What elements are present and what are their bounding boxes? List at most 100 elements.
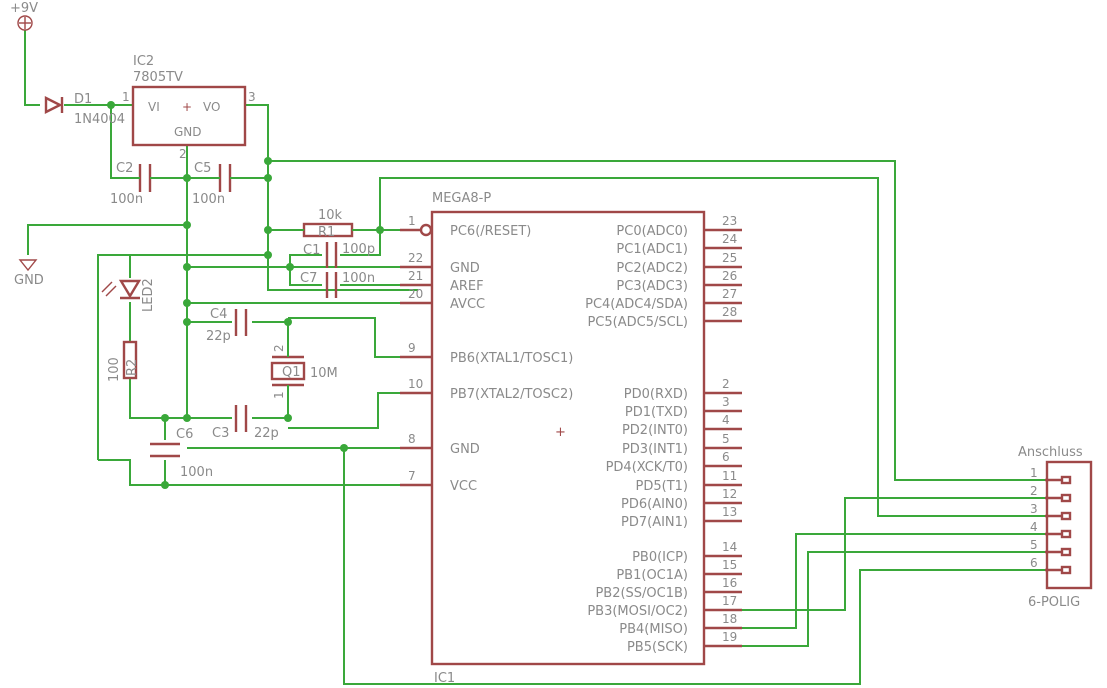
d1-name: D1	[74, 92, 92, 107]
c2-name: C2	[116, 161, 133, 176]
ic1-pin-name: PD7(AIN1)	[621, 515, 688, 530]
supply-symbol: +9V	[10, 1, 38, 31]
ic2-pin-gnd: 2	[179, 147, 187, 161]
capacitor-c3: C3 22p	[212, 405, 279, 441]
ic1-pin-name: AVCC	[450, 297, 485, 312]
ic1-pin-name: PD6(AIN0)	[621, 497, 688, 512]
c3-value: 22p	[254, 426, 279, 441]
ic1-left-pins: 1PC6(/RESET)22GND21AREF20AVCC9PB6(XTAL1/…	[400, 214, 573, 494]
ic1-pin-name: PC0(ADC0)	[616, 224, 688, 239]
junctions	[107, 101, 384, 489]
ic1-pin-name: GND	[450, 261, 480, 276]
ic1-pin-name: AREF	[450, 279, 484, 294]
connector-pins: 1 2 3 4 5 6	[1030, 466, 1072, 575]
ic2-value: 7805TV	[133, 70, 183, 85]
ic1-pin-name: PB2(SS/OC1B)	[595, 586, 688, 601]
c4-name: C4	[210, 307, 227, 322]
ic1-pin-number: 26	[722, 269, 737, 283]
ic2-vo: VO	[203, 100, 220, 114]
c7-name: C7	[300, 271, 317, 286]
r2-value: 100	[107, 357, 122, 382]
ic1-pin-number: 25	[722, 251, 737, 265]
ic1-pin-name: PC2(ADC2)	[616, 261, 688, 276]
svg-text:+: +	[555, 425, 566, 440]
ic1-pin-number: 10	[408, 377, 423, 391]
resistor-r1: 10k R1	[300, 208, 355, 240]
ic1-pin-name: VCC	[450, 479, 477, 494]
ic1-value: MEGA8-P	[432, 191, 491, 206]
ic1-name: IC1	[434, 671, 455, 686]
ic1-pin-number: 27	[722, 287, 737, 301]
diode-d1: D1 1N4004	[44, 92, 125, 127]
ic1-pin-number: 28	[722, 305, 737, 319]
ic1-pin-number: 8	[408, 432, 416, 446]
c6-name: C6	[176, 427, 193, 442]
capacitor-c7: C7 100n	[300, 271, 375, 298]
connector-pin-number: 5	[1030, 538, 1038, 552]
ic1-pin-number: 21	[408, 269, 423, 283]
c4-value: 22p	[206, 329, 231, 344]
connector-pin-number: 6	[1030, 556, 1038, 570]
c3-name: C3	[212, 426, 229, 441]
conn-value: 6-POLIG	[1028, 595, 1080, 610]
ic1-pin-number: 4	[722, 413, 730, 427]
connector-pin-number: 2	[1030, 484, 1038, 498]
c6-value: 100n	[180, 465, 213, 480]
ic2-vi: VI	[148, 100, 160, 114]
ground-label: GND	[14, 273, 44, 288]
ic1-pin-number: 22	[408, 251, 423, 265]
ic1-pin-number: 14	[722, 540, 737, 554]
supply-label: +9V	[10, 1, 38, 16]
capacitor-c1: C1 100p	[303, 242, 375, 268]
ic1-right-pins: 23PC0(ADC0)24PC1(ADC1)25PC2(ADC2)26PC3(A…	[585, 214, 742, 655]
connector-pin-number: 3	[1030, 502, 1038, 516]
ic2-gnd: GND	[174, 125, 202, 139]
capacitor-c4: C4 22p	[206, 307, 248, 344]
ic1-pin-number: 3	[722, 395, 730, 409]
ic1-pin-number: 6	[722, 450, 730, 464]
r1-name: R1	[318, 225, 335, 240]
ic1-pin-name: PD0(RXD)	[624, 387, 688, 402]
c7-value: 100n	[342, 271, 375, 286]
ic1-pin-number: 2	[722, 377, 730, 391]
wires	[24, 30, 1045, 685]
c2-value: 100n	[110, 192, 143, 207]
capacitor-c6: C6 100n	[150, 427, 213, 480]
ic1-pin-number: 13	[722, 505, 737, 519]
ic1-pin-name: PC3(ADC3)	[616, 279, 688, 294]
ic1-pin-name: PD3(INT1)	[622, 442, 688, 457]
connector-pin-number: 1	[1030, 466, 1038, 480]
ic1-pin-number: 1	[408, 214, 416, 228]
ic1-pin-number: 16	[722, 576, 737, 590]
ic1-pin-number: 12	[722, 487, 737, 501]
ic1-pin-number: 20	[408, 287, 423, 301]
ic1-pin-name: PC4(ADC4/SDA)	[585, 297, 688, 312]
q1-value: 10M	[310, 366, 338, 381]
r2-name: R2	[125, 359, 140, 376]
ic1-pin-name: PB4(MISO)	[619, 622, 688, 637]
ic1-pin-name: PC6(/RESET)	[450, 224, 531, 239]
ic1-pin-name: GND	[450, 442, 480, 457]
ic1-pin-number: 19	[722, 630, 737, 644]
ic1-pin-number: 11	[722, 469, 737, 483]
ic1-pin-name: PB6(XTAL1/TOSC1)	[450, 351, 573, 366]
ic1-pin-name: PD5(T1)	[636, 479, 688, 494]
crystal-q1: Q1 10M 2 1	[270, 344, 338, 399]
led-led2: LED2	[101, 278, 156, 312]
ic1-pin-name: PD4(XCK/T0)	[606, 460, 688, 475]
ic1-pin-name: PB7(XTAL2/TOSC2)	[450, 387, 573, 402]
c1-name: C1	[303, 243, 320, 258]
ic2-pin-in: 1	[122, 90, 130, 104]
ground-symbol: GND	[14, 259, 44, 288]
ic1-pin-number: 23	[722, 214, 737, 228]
c1-value: 100p	[342, 242, 375, 257]
q1-name: Q1	[282, 365, 301, 380]
capacitor-c2: C2 100n	[110, 161, 160, 207]
q1-pin1: 1	[272, 391, 286, 399]
ic1-pin-number: 15	[722, 558, 737, 572]
ic1-pin-number: 17	[722, 594, 737, 608]
connector-pin-number: 4	[1030, 520, 1038, 534]
r1-value: 10k	[318, 208, 343, 223]
